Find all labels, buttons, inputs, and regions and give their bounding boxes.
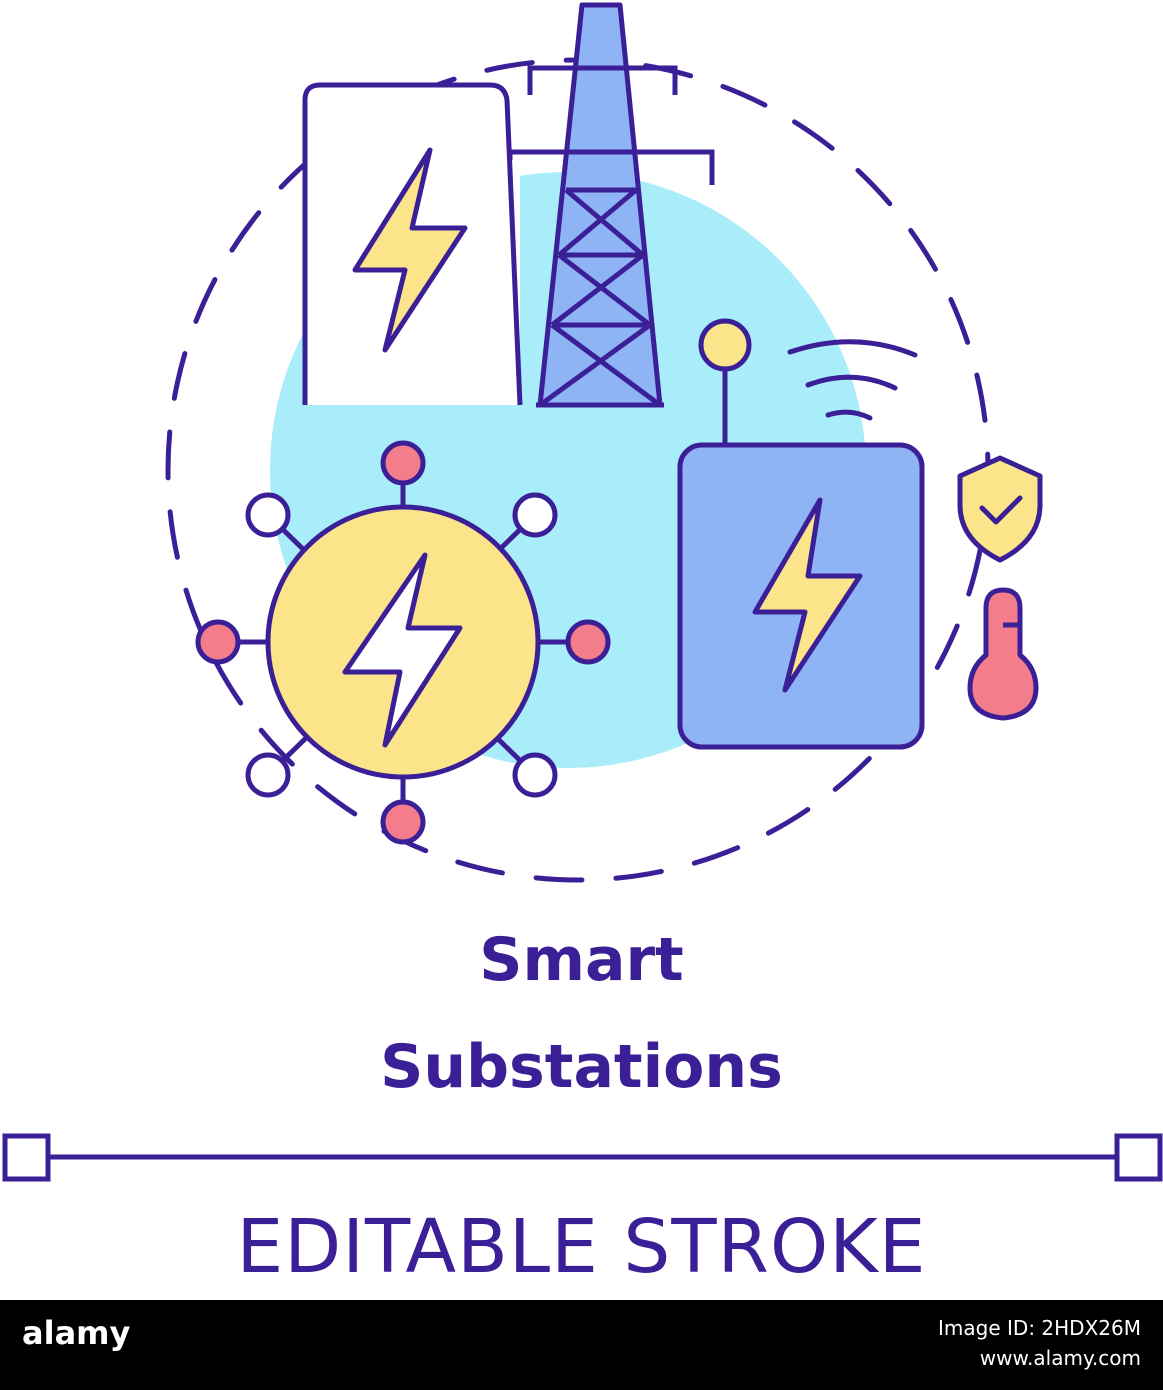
editable-stroke-caption: EDITABLE STROKE — [236, 1204, 927, 1290]
footer-url: www.alamy.com — [979, 1346, 1141, 1370]
transmission-tower-icon — [507, 2, 715, 408]
editable-stroke-line — [2, 1133, 1163, 1182]
wireless-signal-icon — [787, 339, 918, 421]
stock-footer-bar: alamy Image ID: 2HDX26M www.alamy.com — [0, 1300, 1163, 1390]
title-line-1: Smart — [479, 925, 684, 995]
thermometer-icon — [967, 587, 1039, 721]
shield-check-icon — [957, 455, 1043, 563]
energy-hub-icon — [195, 440, 611, 845]
smart-battery-icon — [677, 318, 925, 750]
smart-substations-illustration — [2, 2, 1163, 1182]
power-plant-icon — [302, 82, 523, 406]
title-line-2: Substations — [380, 1032, 783, 1102]
footer-brand-logo: alamy — [22, 1314, 131, 1352]
footer-image-id: Image ID: 2HDX26M — [938, 1316, 1141, 1340]
